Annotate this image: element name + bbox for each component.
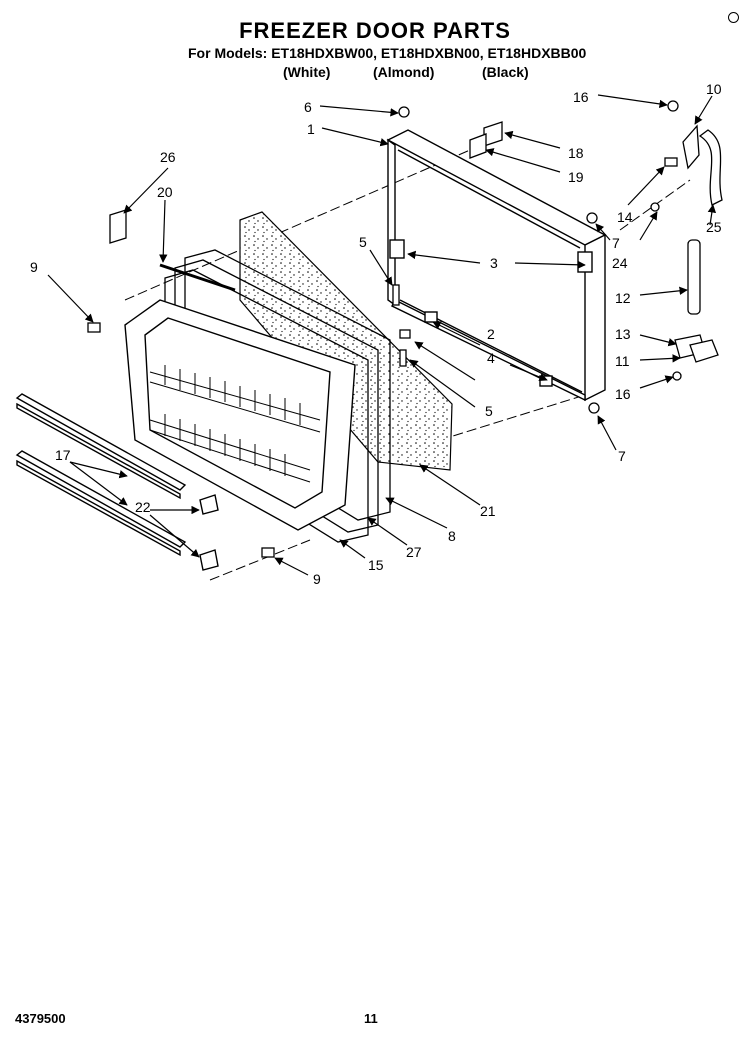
callout-9-bottom: 9 <box>313 571 321 587</box>
callout-21: 21 <box>480 503 496 519</box>
callout-3: 3 <box>490 255 498 271</box>
page-number: 11 <box>364 1011 378 1026</box>
callout-1: 1 <box>307 121 315 137</box>
callout-26: 26 <box>160 149 176 165</box>
callout-10: 10 <box>706 81 722 97</box>
foam-insulation <box>239 211 453 471</box>
callout-22: 22 <box>135 499 151 515</box>
variant-white: (White) <box>283 64 331 80</box>
corner-mark-icon <box>728 12 739 23</box>
callout-17: 17 <box>55 447 71 463</box>
callout-16-bottom: 16 <box>615 386 631 402</box>
callout-5-lower: 5 <box>485 403 493 419</box>
door-shelf-rails <box>15 393 219 571</box>
callout-14: 14 <box>617 209 633 225</box>
callout-19: 19 <box>568 169 584 185</box>
callout-16-top: 16 <box>573 89 589 105</box>
trim-strip <box>159 263 236 292</box>
callout-6: 6 <box>304 99 312 115</box>
callout-27: 27 <box>406 544 422 560</box>
callout-20: 20 <box>157 184 173 200</box>
callout-9-left: 9 <box>30 259 38 275</box>
hinge-hardware <box>398 100 723 414</box>
callout-18: 18 <box>568 145 584 161</box>
callout-7-lower: 7 <box>618 448 626 464</box>
label-tags <box>469 121 503 159</box>
callout-labels: 6 1 26 20 9 5 3 2 4 5 18 19 16 10 14 7 2… <box>30 81 722 587</box>
screws <box>87 284 411 558</box>
callout-12: 12 <box>615 290 631 306</box>
leader-lines <box>47 94 717 576</box>
callout-25: 25 <box>706 219 722 235</box>
callout-5-upper: 5 <box>359 234 367 250</box>
callout-15: 15 <box>368 557 384 573</box>
callout-7-upper: 7 <box>612 235 620 251</box>
variant-black: (Black) <box>482 64 529 80</box>
callout-24: 24 <box>612 255 628 271</box>
model-list: For Models: ET18HDXBW00, ET18HDXBN00, ET… <box>188 45 587 61</box>
diagram-title: FREEZER DOOR PARTS <box>239 18 511 43</box>
clip-part <box>109 209 127 244</box>
outer-door-panel <box>386 129 607 402</box>
callout-13: 13 <box>615 326 631 342</box>
variant-almond: (Almond) <box>373 64 435 80</box>
callout-2: 2 <box>487 326 495 342</box>
callout-4: 4 <box>487 350 495 366</box>
inner-door-liner <box>124 299 356 531</box>
callout-8: 8 <box>448 528 456 544</box>
callout-11: 11 <box>615 353 630 369</box>
document-number: 4379500 <box>15 1011 66 1026</box>
